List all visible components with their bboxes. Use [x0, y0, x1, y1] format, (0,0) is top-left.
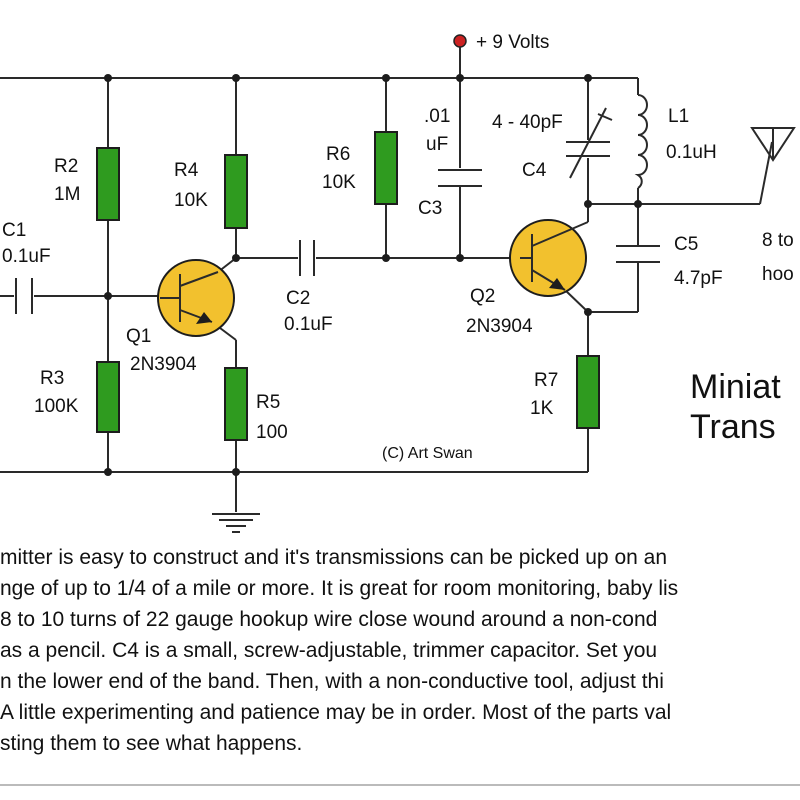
- c1-value: 0.1uF: [2, 246, 51, 267]
- c3-value-line1: .01: [424, 106, 450, 127]
- bottom-divider: [0, 784, 800, 786]
- supply-label: + 9 Volts: [476, 32, 549, 53]
- resistor-r4: [224, 154, 248, 229]
- description-line: nge of up to 1/4 of a mile or more. It i…: [0, 577, 679, 600]
- capacitor-c5: [616, 245, 660, 263]
- description-line: mitter is easy to construct and it's tra…: [0, 546, 667, 569]
- resistor-r2: [96, 147, 120, 221]
- credit-text: (C) Art Swan: [382, 445, 473, 462]
- c4-ref: C4: [522, 160, 547, 181]
- q2-ref: Q2: [470, 286, 495, 307]
- c3-ref: C3: [418, 198, 442, 219]
- wiring: [0, 46, 773, 512]
- inductor-l1: [634, 94, 648, 189]
- c5-value: 4.7pF: [674, 268, 723, 289]
- antenna-note-line1: 8 to: [762, 230, 794, 251]
- r4-ref: R4: [174, 160, 199, 181]
- r6-ref: R6: [326, 144, 350, 165]
- c3-value-line2: uF: [426, 134, 448, 155]
- junction-dots: [104, 74, 642, 476]
- c2-value: 0.1uF: [284, 314, 333, 335]
- capacitor-c4-trimmer: [566, 107, 613, 179]
- capacitor-c1: [15, 278, 33, 314]
- c2-ref: C2: [286, 288, 310, 309]
- description-line: 8 to 10 turns of 22 gauge hookup wire cl…: [0, 608, 658, 631]
- resistor-r6: [374, 131, 398, 205]
- r7-ref: R7: [534, 370, 558, 391]
- r5-value: 100: [256, 422, 288, 443]
- capacitor-c3: [438, 169, 482, 187]
- q1-value: 2N3904: [130, 354, 197, 375]
- l1-ref: L1: [668, 106, 689, 127]
- title-line1: Miniat: [690, 368, 781, 406]
- r6-value: 10K: [322, 172, 356, 193]
- resistor-r5: [224, 367, 248, 441]
- resistor-r7: [576, 355, 600, 429]
- description-line: A little experimenting and patience may …: [0, 701, 672, 724]
- r2-ref: R2: [54, 156, 78, 177]
- antenna-note-line2: hoo: [762, 264, 794, 285]
- transistor-q1: [157, 259, 235, 337]
- transistor-q2: [509, 219, 589, 297]
- q1-ref: Q1: [126, 326, 151, 347]
- r3-value: 100K: [34, 396, 79, 417]
- c5-ref: C5: [674, 234, 698, 255]
- r3-ref: R3: [40, 368, 64, 389]
- r7-value: 1K: [530, 398, 554, 419]
- ground-symbol: [212, 513, 260, 533]
- resistor-r3: [96, 361, 120, 433]
- description-line: sting them to see what happens.: [0, 732, 303, 755]
- l1-value: 0.1uH: [666, 142, 717, 163]
- c4-value: 4 - 40pF: [492, 112, 563, 133]
- r5-ref: R5: [256, 392, 280, 413]
- antenna: [750, 127, 796, 162]
- r2-value: 1M: [54, 184, 80, 205]
- q2-value: 2N3904: [466, 316, 533, 337]
- r4-value: 10K: [174, 190, 208, 211]
- description-text: mitter is easy to construct and it's tra…: [0, 545, 800, 785]
- capacitor-c2: [299, 240, 315, 276]
- supply-terminal: [453, 34, 467, 48]
- title-line2: Trans: [690, 408, 776, 446]
- description-line: as a pencil. C4 is a small, screw-adjust…: [0, 639, 658, 662]
- c1-ref: C1: [2, 220, 26, 241]
- description-line: n the lower end of the band. Then, with …: [0, 670, 664, 693]
